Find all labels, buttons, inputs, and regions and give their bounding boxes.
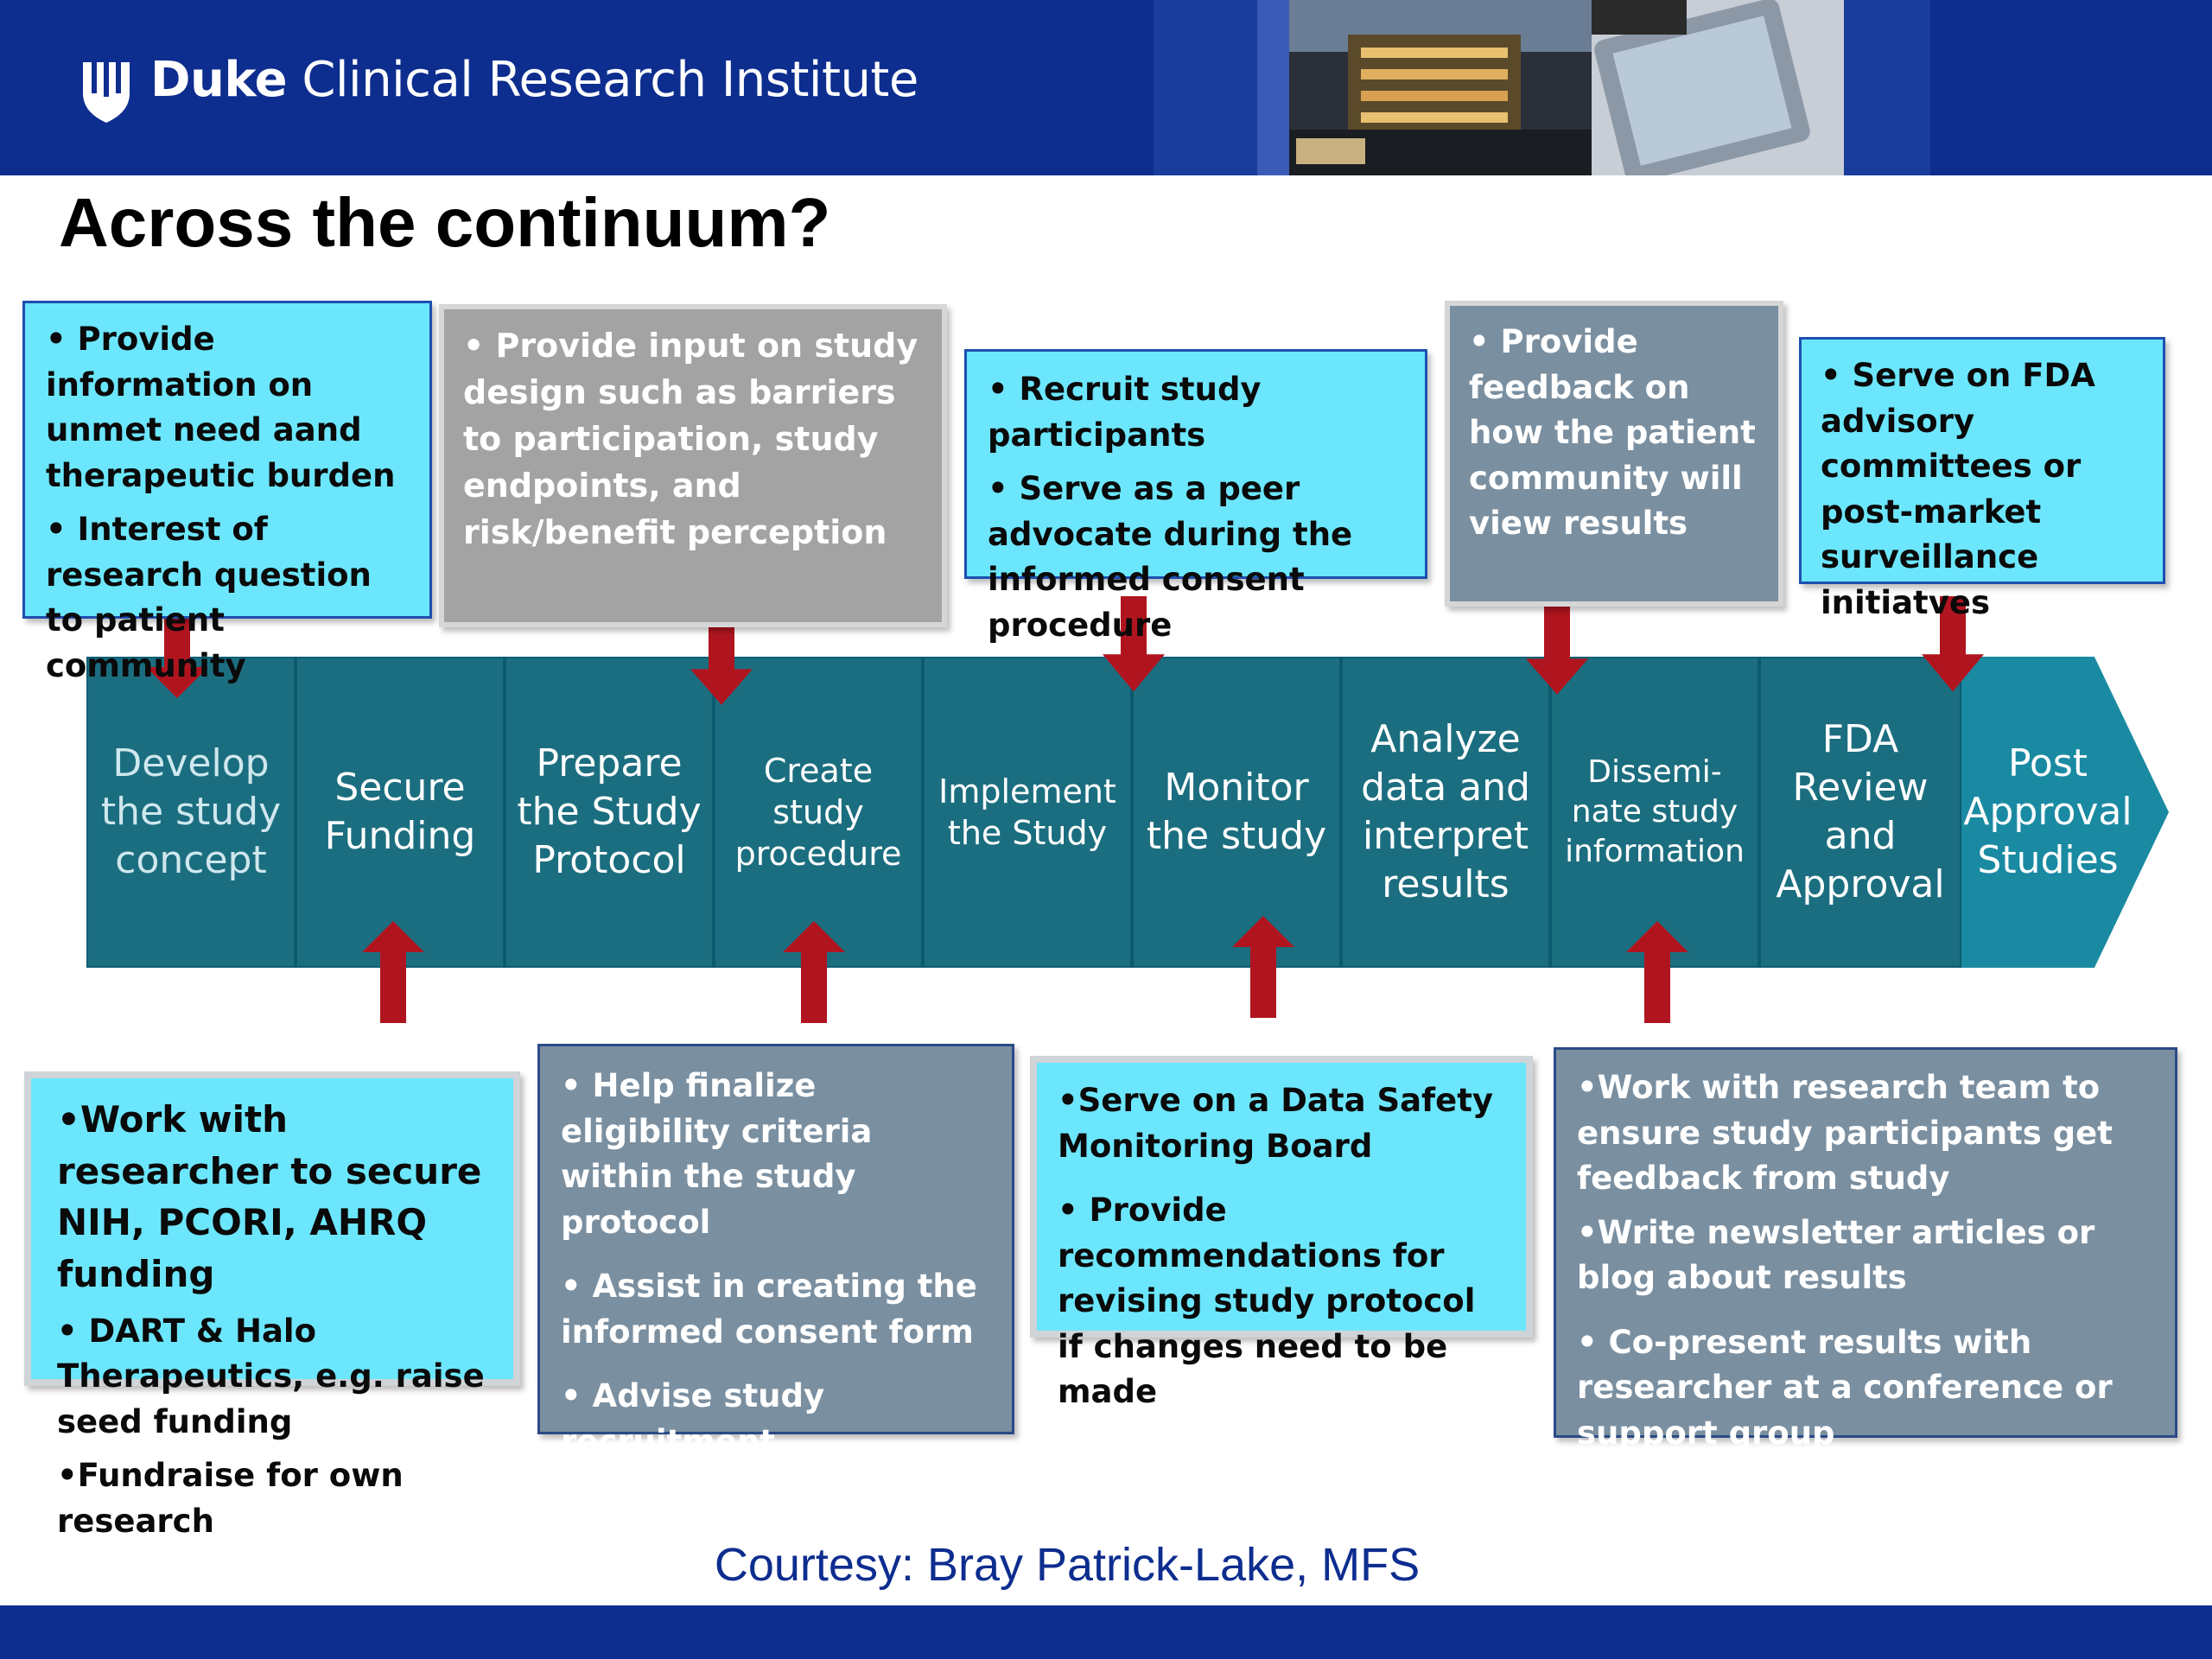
footer-bar — [0, 1605, 2212, 1659]
box-feedback-role: • Provide feedback on how the patient co… — [1445, 301, 1783, 607]
tablet-photo — [1592, 0, 1844, 175]
box-item: •Write newsletter articles or blog about… — [1577, 1213, 2095, 1297]
box-item: • Help finalize eligibility criteria wit… — [561, 1067, 873, 1241]
stage-fda-review: FDA Review and Approval — [1776, 717, 1945, 906]
box-item: • Serve as a peer advocate during the in… — [988, 470, 1353, 644]
box-item: •Fundraise for own research — [57, 1457, 404, 1540]
building-photo — [1289, 0, 1592, 175]
stage-secure-funding: Secure Funding — [324, 766, 476, 858]
page-title: Across the continuum? — [59, 184, 831, 261]
stage-analyze-data: Analyze data and interpret results — [1361, 717, 1530, 906]
box-item: •Work with research team to ensure study… — [1577, 1069, 2113, 1198]
box-item: • Provide recommendations for revising s… — [1058, 1192, 1476, 1411]
box-procedure-role: • Help finalize eligibility criteria wit… — [537, 1044, 1014, 1460]
box-item: • Provide feedback on how the patient co… — [1469, 323, 1756, 543]
box-item: • Provide information on unmet need aand… — [46, 321, 396, 494]
process-band — [86, 657, 2169, 968]
courtesy-credit: Courtesy: Bray Patrick-Lake, MFS — [714, 1539, 1421, 1591]
box-funding-role: •Work with researcher to secure NIH, PCO… — [24, 1071, 520, 1540]
stage-implement-study: Implement the Study — [938, 772, 1116, 852]
box-protocol-role: • Provide input on study design such as … — [439, 304, 947, 627]
box-item: • Provide input on study design such as … — [463, 327, 918, 551]
box-concept-role: • Provide information on unmet need aand… — [22, 301, 432, 684]
stage-develop-concept: Develop the study concept — [100, 741, 282, 882]
box-item: • Assist in creating the informed consen… — [561, 1268, 977, 1351]
box-disseminate-role: •Work with research team to ensure study… — [1554, 1047, 2177, 1452]
box-item: • Recruit study participants — [988, 371, 1262, 454]
stage-create-procedure: Create study procedure — [734, 751, 902, 874]
box-item: •Work with researcher to secure NIH, PCO… — [57, 1098, 482, 1295]
box-item: • Serve on FDA advisory committees or po… — [1821, 357, 2095, 621]
box-item: •Serve on a Data Safety Monitoring Board — [1058, 1082, 1494, 1165]
box-item: • Interest of research question to patie… — [46, 511, 372, 684]
stage-disseminate: Dissemi-nate study information — [1565, 754, 1745, 869]
header-banner: Duke Clinical Research Institute — [0, 0, 2212, 175]
stage-prepare-protocol: Prepare the Study Protocol — [517, 741, 702, 882]
box-item: • Co-present results with researcher at … — [1577, 1323, 2113, 1452]
box-recruit-role: • Recruit study participants • Serve as … — [964, 349, 1427, 644]
box-item: • DART & Halo Therapeutics, e.g. raise s… — [57, 1312, 485, 1440]
box-item: • Advise study recruitment — [561, 1377, 825, 1460]
duke-shield-icon — [83, 62, 130, 123]
stage-post-approval: Post Approval Studies — [1963, 741, 2133, 882]
header-graphics — [1154, 0, 1930, 175]
stage-monitor-study: Monitor the study — [1146, 766, 1327, 858]
org-name: Duke Clinical Research Institute — [150, 52, 918, 108]
post-approval-arrow — [1961, 657, 2169, 968]
box-fda-role: • Serve on FDA advisory committees or po… — [1799, 337, 2165, 621]
box-monitor-role: •Serve on a Data Safety Monitoring Board… — [1030, 1056, 1533, 1410]
